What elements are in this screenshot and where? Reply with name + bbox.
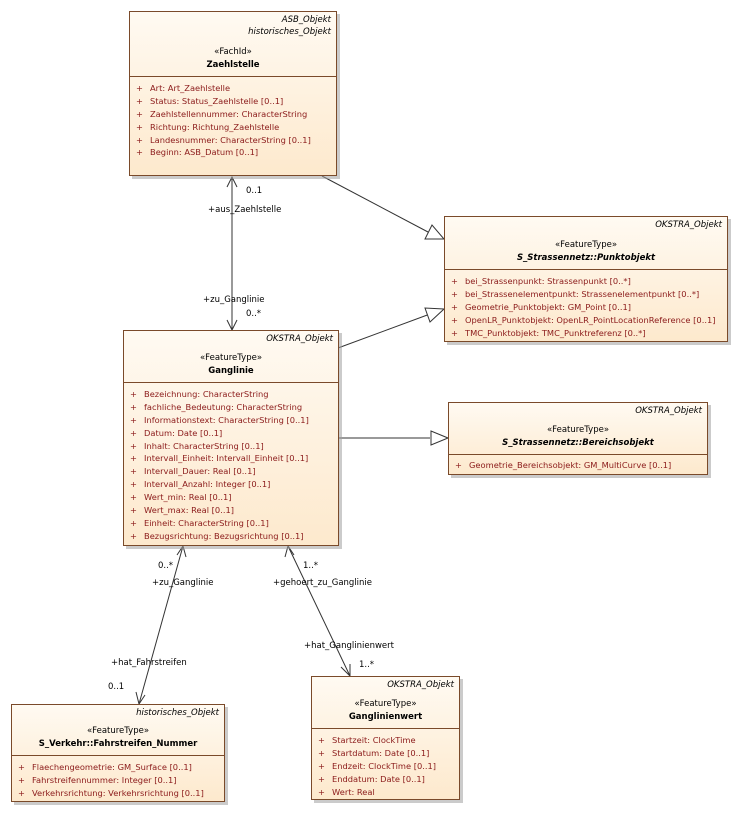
attribute-row: +Enddatum: Date [0..1] xyxy=(318,773,425,784)
attribute-row: +Inhalt: CharacterString [0..1] xyxy=(130,440,264,451)
attribute-row: +Fahrstreifennummer: Integer [0..1] xyxy=(18,774,177,785)
package-label: historisches_Objekt xyxy=(136,708,219,718)
attribute-row: +Startdatum: Date [0..1] xyxy=(318,747,430,758)
attribute-row: +Startzeit: ClockTime xyxy=(318,735,416,745)
class-name: S_Verkehr::Fahrstreifen_Nummer xyxy=(38,739,198,749)
generalization-arrowhead-zaehlstelle xyxy=(424,224,446,240)
attribute-row: +Richtung: Richtung_Zaehlstelle xyxy=(136,121,280,132)
association-arrowhead-zaehlstelle xyxy=(226,175,238,188)
attribute-list: +Bezeichnung: CharacterString +fachliche… xyxy=(124,383,338,543)
attribute-row: +Informationstext: CharacterString [0..1… xyxy=(130,414,309,425)
class-header: OKSTRA_Objekt «FeatureType» Ganglinienwe… xyxy=(312,677,459,729)
attribute-row: +Flaechengeometrie: GM_Surface [0..1] xyxy=(18,762,192,772)
attribute-row: +Beginn: ASB_Datum [0..1] xyxy=(136,147,259,158)
stereotype-label: «FeatureType» xyxy=(554,240,618,250)
attribute-row: +Intervall_Dauer: Real [0..1] xyxy=(130,466,256,477)
generalization-ganglinie-punktobjekt xyxy=(337,313,431,349)
class-ganglinienwert[interactable]: OKSTRA_Objekt «FeatureType» Ganglinienwe… xyxy=(311,676,460,800)
role-zu-ganglinie: +zu_Ganglinie xyxy=(203,295,265,305)
role-hat-fahrstreifen: +hat_Fahrstreifen xyxy=(111,658,187,668)
mult-hat-fahrstreifen: 0..1 xyxy=(108,682,125,692)
attribute-row: +Datum: Date [0..1] xyxy=(130,427,223,438)
class-zaehlstelle[interactable]: ASB_Objekt historisches_Objekt «FachId» … xyxy=(129,11,337,176)
mult-gehoert-zu-ganglinie: 1..* xyxy=(303,561,319,571)
attribute-row: +Bezugsrichtung: Bezugsrichtung [0..1] xyxy=(130,530,304,541)
attribute-row: +Geometrie_Punktobjekt: GM_Point [0..1] xyxy=(451,301,631,312)
package-label: ASB_Objekt xyxy=(281,15,331,25)
attribute-list: +Art: Art_Zaehlstelle +Status: Status_Za… xyxy=(130,77,336,159)
attribute-list: +Flaechengeometrie: GM_Surface [0..1] +F… xyxy=(12,756,224,800)
attribute-row: +TMC_Punktobjekt: TMC_Punktreferenz [0..… xyxy=(451,327,646,338)
class-header: ASB_Objekt historisches_Objekt «FachId» … xyxy=(130,12,336,77)
attribute-row: +Endzeit: ClockTime [0..1] xyxy=(318,760,437,771)
class-header: OKSTRA_Objekt «FeatureType» S_Strassenne… xyxy=(445,217,727,270)
role-aus-zaehlstelle: +aus_Zaehlstelle xyxy=(208,205,282,215)
package-label: OKSTRA_Objekt xyxy=(655,220,722,230)
attribute-row: +bei_Strassenpunkt: Strassenpunkt [0..*] xyxy=(451,276,631,286)
association-ganglinie-fahrstreifen xyxy=(138,545,184,705)
association-arrowhead-ganglinie-right xyxy=(284,544,295,558)
class-header: historisches_Objekt «FeatureType» S_Verk… xyxy=(12,705,224,756)
attribute-row: +Bezeichnung: CharacterString xyxy=(130,389,269,399)
class-fahrstreifen-nummer[interactable]: historisches_Objekt «FeatureType» S_Verk… xyxy=(11,704,225,802)
generalization-arrowhead-bereichsobjekt xyxy=(430,430,450,446)
attribute-row: +bei_Strassenelementpunkt: Strasseneleme… xyxy=(451,288,700,299)
role-hat-ganglinienwert: +hat_Ganglinienwert xyxy=(304,641,394,651)
mult-hat-ganglinienwert: 1..* xyxy=(359,660,375,670)
class-name: S_Strassennetz::Bereichsobjekt xyxy=(502,438,654,448)
attribute-list: +Startzeit: ClockTime +Startdatum: Date … xyxy=(312,729,459,798)
role-zu-ganglinie-fahrstreifen: +zu_Ganglinie xyxy=(152,578,214,588)
role-gehoert-zu-ganglinie: +gehoert_zu_Ganglinie xyxy=(273,578,373,588)
attribute-row: +Status: Status_Zaehlstelle [0..1] xyxy=(136,95,284,106)
attribute-row: +Einheit: CharacterString [0..1] xyxy=(130,517,269,528)
association-ganglinie-ganglinienwert xyxy=(287,545,351,677)
package-label: OKSTRA_Objekt xyxy=(387,680,454,690)
class-name: Ganglinienwert xyxy=(348,712,423,722)
attribute-list: +Geometrie_Bereichsobjekt: GM_MultiCurve… xyxy=(449,455,707,472)
association-arrowhead-ganglinie-left xyxy=(176,544,187,558)
attribute-row: +Wert: Real xyxy=(318,786,375,797)
stereotype-label: «FeatureType» xyxy=(546,425,610,435)
mult-zu-ganglinie-fahrstreifen: 0..* xyxy=(158,561,174,571)
stereotype-label: «FachId» xyxy=(214,47,252,57)
class-name: Zaehlstelle xyxy=(206,60,260,70)
attribute-row: +Landesnummer: CharacterString [0..1] xyxy=(136,134,311,145)
attribute-row: +Wert_max: Real [0..1] xyxy=(130,505,234,516)
generalization-arrowhead-ganglinie-punkt xyxy=(424,307,446,323)
stereotype-label: «FeatureType» xyxy=(199,353,263,363)
package-label: OKSTRA_Objekt xyxy=(635,406,702,416)
attribute-row: +fachliche_Bedeutung: CharacterString xyxy=(130,401,303,412)
class-header: OKSTRA_Objekt «FeatureType» S_Strassenne… xyxy=(449,403,707,455)
attribute-row: +Wert_min: Real [0..1] xyxy=(130,492,232,503)
attribute-row: +Intervall_Anzahl: Integer [0..1] xyxy=(130,479,271,490)
attribute-row: +Zaehlstellennummer: CharacterString xyxy=(136,108,308,119)
class-bereichsobjekt[interactable]: OKSTRA_Objekt «FeatureType» S_Strassenne… xyxy=(448,402,708,475)
attribute-row: +Geometrie_Bereichsobjekt: GM_MultiCurve… xyxy=(455,460,672,470)
mult-zu-ganglinie: 0..* xyxy=(246,309,262,319)
attribute-row: +Art: Art_Zaehlstelle xyxy=(136,83,231,93)
class-ganglinie[interactable]: OKSTRA_Objekt «FeatureType» Ganglinie +B… xyxy=(123,330,339,546)
class-name: Ganglinie xyxy=(208,366,254,376)
class-header: OKSTRA_Objekt «FeatureType» Ganglinie xyxy=(124,331,338,383)
attribute-list: +bei_Strassenpunkt: Strassenpunkt [0..*]… xyxy=(445,270,727,339)
package-label: OKSTRA_Objekt xyxy=(266,334,333,344)
stereotype-label: «FeatureType» xyxy=(86,726,150,736)
attribute-row: +OpenLR_Punktobjekt: OpenLR_PointLocatio… xyxy=(451,314,716,325)
attribute-row: +Verkehrsrichtung: Verkehrsrichtung [0..… xyxy=(18,787,204,798)
stereotype-label: «FeatureType» xyxy=(354,699,417,709)
generalization-zaehlstelle-punktobjekt xyxy=(321,175,429,233)
class-name: S_Strassennetz::Punktobjekt xyxy=(516,253,656,263)
package-label-secondary: historisches_Objekt xyxy=(248,27,331,37)
mult-aus-zaehlstelle: 0..1 xyxy=(246,186,263,196)
class-punktobjekt[interactable]: OKSTRA_Objekt «FeatureType» S_Strassenne… xyxy=(444,216,728,342)
attribute-row: +Intervall_Einheit: Intervall_Einheit [0… xyxy=(130,453,309,464)
